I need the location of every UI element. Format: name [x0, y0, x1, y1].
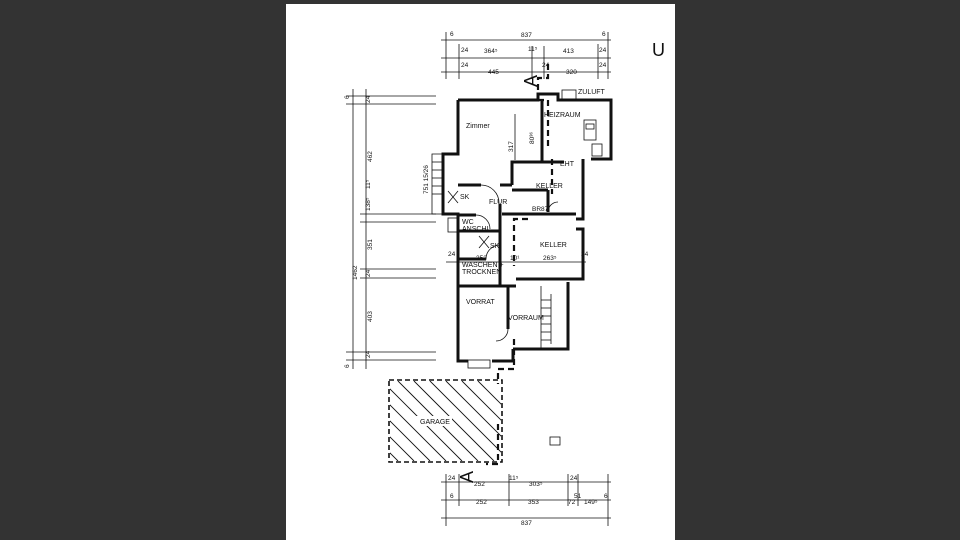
dim-left-k: 6 [344, 364, 351, 368]
dim-bottom-1-a: 24 [448, 475, 456, 482]
dim-bottom-3-a: 837 [521, 520, 532, 527]
dim-top-2-c: 11⁵ [528, 46, 538, 53]
plan-title: U [652, 40, 665, 60]
dim-bottom-2-c: 353 [528, 499, 539, 506]
label-sk-1: SK [460, 194, 470, 201]
dim-bottom-2-g: 6 [604, 493, 608, 500]
label-br: BR87 [532, 206, 549, 213]
top-dimensions: 6 837 6 24 364⁵ 11⁵ 413 24 24 445 24 320… [441, 31, 611, 79]
dim-left-f: 351 [367, 239, 374, 250]
dim-left-c: 462 [367, 151, 374, 162]
dim-top-1-a: 6 [450, 31, 454, 38]
label-sk-2: SK [490, 243, 500, 250]
dim-left-e: 138⁵ [365, 197, 372, 211]
garage-area: GARAGE [388, 379, 561, 463]
label-stair: 751 15/26 [423, 165, 430, 194]
inner-dimensions: 317 80³⁶ 252 10¹ 263⁵ 24 24 [446, 114, 589, 263]
dim-top-3-b: 445 [488, 69, 499, 76]
left-dimensions: 6 24 462 11⁵ 138⁵ 351 1462 24 403 24 6 [344, 89, 436, 369]
dim-top-3-e: 24 [599, 62, 607, 69]
room-label-wc: WC [462, 219, 474, 226]
section-marker-bottom: A [457, 471, 477, 483]
room-label-keller-lower: KELLER [540, 242, 567, 249]
dim-top-2-a: 24 [461, 47, 469, 54]
room-label-heizraum: HEIZRAUM [544, 112, 581, 119]
dim-bottom-1-e: 24 [570, 475, 578, 482]
dim-bottom-2-d: 51 [574, 493, 582, 500]
dim-top-2-b: 364⁵ [484, 48, 498, 55]
dim-top-1-c: 6 [602, 31, 606, 38]
dim-bottom-2-a: 6 [450, 493, 454, 500]
room-label-zimmer: Zimmer [466, 123, 490, 130]
dim-bottom-1-c: 11⁵ [509, 475, 519, 482]
dim-left-j: 24 [365, 350, 372, 358]
label-zuluft: ZULUFT [578, 89, 606, 96]
dim-left-d: 11⁵ [365, 179, 372, 189]
bottom-dimensions: 24 252 11⁵ 303⁵ 24 6 252 353 51 72 149⁵ … [441, 474, 611, 527]
dim-bottom-1-b: 252 [474, 481, 485, 488]
section-marker-top: A [521, 75, 541, 87]
floor-plan-sheet: 6 837 6 24 364⁵ 11⁵ 413 24 24 445 24 320… [286, 4, 675, 540]
dim-bottom-1-d: 303⁵ [529, 481, 543, 488]
dim-top-2-e: 24 [599, 47, 607, 54]
dim-bottom-2-f: 149⁵ [584, 499, 598, 506]
dim-top-3-a: 24 [461, 62, 469, 69]
room-label-vorraum: VORRAUM [508, 315, 544, 322]
dim-inner-d: 10¹ [510, 255, 520, 262]
section-line: A A [457, 64, 554, 483]
dim-top-3-d: 320 [566, 69, 577, 76]
dim-inner-b: 80³⁶ [529, 132, 536, 144]
room-label-waschen: WASCHEN + [462, 262, 504, 269]
dim-inner-a: 317 [508, 141, 515, 152]
dim-left-a: 6 [344, 95, 351, 99]
dim-left-h: 24 [365, 269, 372, 277]
dim-top-3-c: 24 [542, 62, 550, 69]
floor-plan-drawing: 6 837 6 24 364⁵ 11⁵ 413 24 24 445 24 320… [344, 31, 665, 527]
dim-left-g: 1462 [352, 265, 359, 280]
dim-left-b: 24 [365, 95, 372, 103]
room-label-flur: FLUR [489, 199, 507, 206]
room-label-garage: GARAGE [420, 419, 450, 426]
room-label-anschl: ANSCHL. [462, 226, 492, 233]
dim-inner-e: 263⁵ [543, 255, 557, 262]
room-label-keller-upper: KELLER [536, 183, 563, 190]
room-labels: Zimmer HEIZRAUM ZULUFT KELLER KELLER FLU… [423, 89, 606, 322]
dim-left-i: 403 [367, 311, 374, 322]
dim-inner-g: 24 [581, 251, 589, 258]
dim-inner-f: 24 [448, 251, 456, 258]
dim-bottom-2-e: 72 [568, 499, 576, 506]
dim-top-2-d: 413 [563, 48, 574, 55]
dim-inner-c: 252 [476, 255, 487, 262]
dim-top-1-b: 837 [521, 32, 532, 39]
label-eht: EHT [560, 161, 575, 168]
room-label-trocknen: TROCKNEN [462, 269, 501, 276]
room-label-vorrat: VORRAT [466, 299, 495, 306]
dim-bottom-2-b: 252 [476, 499, 487, 506]
building-walls [431, 89, 613, 369]
